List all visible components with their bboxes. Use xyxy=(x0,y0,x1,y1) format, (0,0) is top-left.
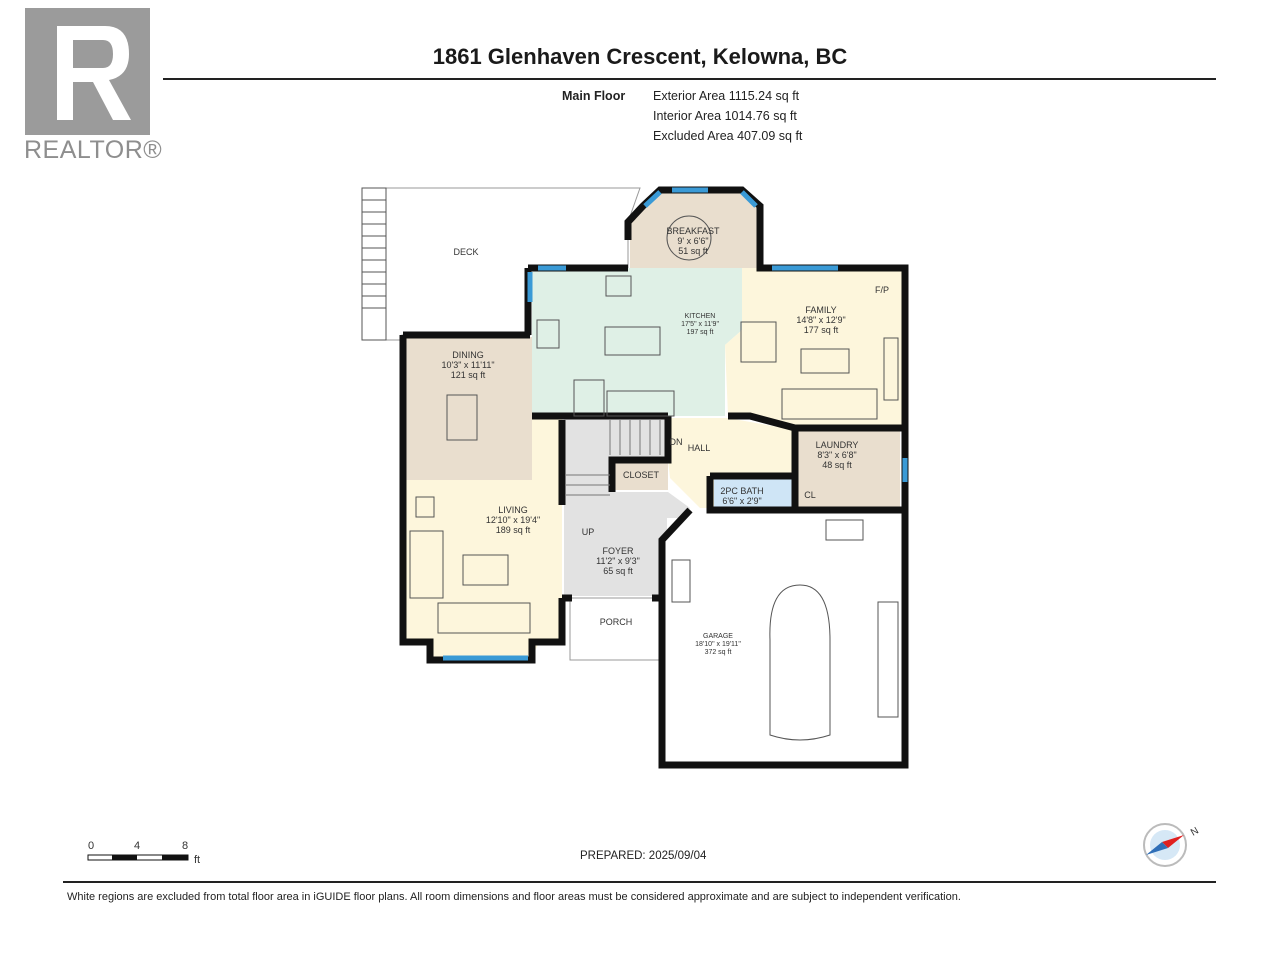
svg-text:11'2" x 9'3": 11'2" x 9'3" xyxy=(596,556,640,566)
dining-label: DINING 10'3" x 11'11" 121 sq ft xyxy=(441,350,494,380)
svg-text:2PC BATH: 2PC BATH xyxy=(720,486,763,496)
interior-area: Interior Area 1014.76 sq ft xyxy=(653,109,797,123)
floor-label: Main Floor xyxy=(562,89,626,103)
hall-area xyxy=(668,418,795,508)
svg-text:51 sq ft: 51 sq ft xyxy=(678,246,708,256)
svg-text:8: 8 xyxy=(182,840,188,852)
family-label: FAMILY 14'8" x 12'9" 177 sq ft F/P xyxy=(796,285,889,335)
kitchen-room xyxy=(532,268,742,416)
garage-area xyxy=(667,518,903,764)
header-divider xyxy=(163,78,1216,80)
svg-text:FAMILY: FAMILY xyxy=(805,305,836,315)
bath-label: 2PC BATH 6'6" x 2'9" xyxy=(720,486,763,506)
kitchen-label: KITCHEN 17'5" x 11'9" 197 sq ft xyxy=(681,313,719,336)
svg-text:8'3" x 6'8": 8'3" x 6'8" xyxy=(817,450,856,460)
laundry-room xyxy=(797,430,900,510)
scale-bar: 0 4 8 ft xyxy=(87,840,200,866)
svg-text:F/P: F/P xyxy=(875,285,889,295)
breakfast-label: BREAKFAST 9' x 6'6" 51 sq ft xyxy=(666,226,720,256)
footer-divider xyxy=(63,881,1216,883)
bath-room xyxy=(714,478,795,508)
svg-text:LIVING: LIVING xyxy=(498,505,528,515)
svg-text:372 sq ft: 372 sq ft xyxy=(705,649,732,656)
svg-text:12'10" x 19'4": 12'10" x 19'4" xyxy=(486,515,540,525)
realtor-logo-text: REALTOR® xyxy=(24,136,163,164)
stairs-area xyxy=(564,418,668,505)
svg-text:GARAGE: GARAGE xyxy=(703,633,733,640)
realtor-logo xyxy=(25,8,150,135)
down-label: DN xyxy=(670,437,683,447)
svg-text:FOYER: FOYER xyxy=(602,546,634,556)
family-room xyxy=(725,268,903,428)
disclaimer-text: White regions are excluded from total fl… xyxy=(67,891,961,903)
excluded-area: Excluded Area 407.09 sq ft xyxy=(653,129,803,143)
deck-stairs xyxy=(361,187,387,341)
cl-label: CL xyxy=(804,490,816,500)
svg-text:177 sq ft: 177 sq ft xyxy=(804,325,839,335)
svg-text:6'6" x 2'9": 6'6" x 2'9" xyxy=(722,496,761,506)
deck-label: DECK xyxy=(453,247,478,257)
svg-text:LAUNDRY: LAUNDRY xyxy=(816,440,859,450)
furniture xyxy=(409,215,899,741)
svg-text:BREAKFAST: BREAKFAST xyxy=(666,226,720,236)
porch-label: PORCH xyxy=(600,617,633,627)
svg-text:121 sq ft: 121 sq ft xyxy=(451,370,486,380)
realtor-r-icon xyxy=(57,26,131,120)
windows xyxy=(443,187,908,661)
svg-text:189 sq ft: 189 sq ft xyxy=(496,525,531,535)
exterior-area: Exterior Area 1115.24 sq ft xyxy=(653,89,800,103)
svg-text:65 sq ft: 65 sq ft xyxy=(603,566,633,576)
garage-label: GARAGE 18'10" x 19'11" 372 sq ft xyxy=(695,633,741,656)
interior-stairs xyxy=(566,420,661,496)
prepared-date: PREPARED: 2025/09/04 xyxy=(580,850,707,862)
svg-text:14'8" x 12'9": 14'8" x 12'9" xyxy=(796,315,845,325)
svg-text:9' x 6'6": 9' x 6'6" xyxy=(677,236,708,246)
svg-text:ft: ft xyxy=(194,854,200,866)
porch-area xyxy=(569,597,663,661)
living-label: LIVING 12'10" x 19'4" 189 sq ft xyxy=(486,505,540,535)
svg-text:KITCHEN: KITCHEN xyxy=(685,313,716,320)
living-room xyxy=(406,418,562,658)
svg-text:48 sq ft: 48 sq ft xyxy=(822,460,852,470)
closet-label: CLOSET xyxy=(623,470,660,480)
foyer-label: FOYER 11'2" x 9'3" 65 sq ft xyxy=(596,546,640,576)
closet-room xyxy=(614,462,668,490)
svg-text:197 sq ft: 197 sq ft xyxy=(687,329,714,336)
laundry-label: LAUNDRY 8'3" x 6'8" 48 sq ft xyxy=(816,440,859,470)
page-title: 1861 Glenhaven Crescent, Kelowna, BC xyxy=(432,44,848,69)
svg-text:17'5" x 11'9": 17'5" x 11'9" xyxy=(681,321,719,328)
svg-text:18'10" x 19'11": 18'10" x 19'11" xyxy=(695,641,741,648)
svg-text:DINING: DINING xyxy=(452,350,484,360)
svg-text:N: N xyxy=(1189,825,1201,838)
compass-icon: N xyxy=(1143,823,1201,867)
svg-text:4: 4 xyxy=(134,840,140,852)
svg-text:10'3" x 11'11": 10'3" x 11'11" xyxy=(441,360,494,370)
dining-room xyxy=(406,337,532,480)
breakfast-room xyxy=(630,190,758,268)
svg-text:0: 0 xyxy=(88,840,94,852)
hall-label: HALL xyxy=(688,443,711,453)
up-label: UP xyxy=(582,527,595,537)
